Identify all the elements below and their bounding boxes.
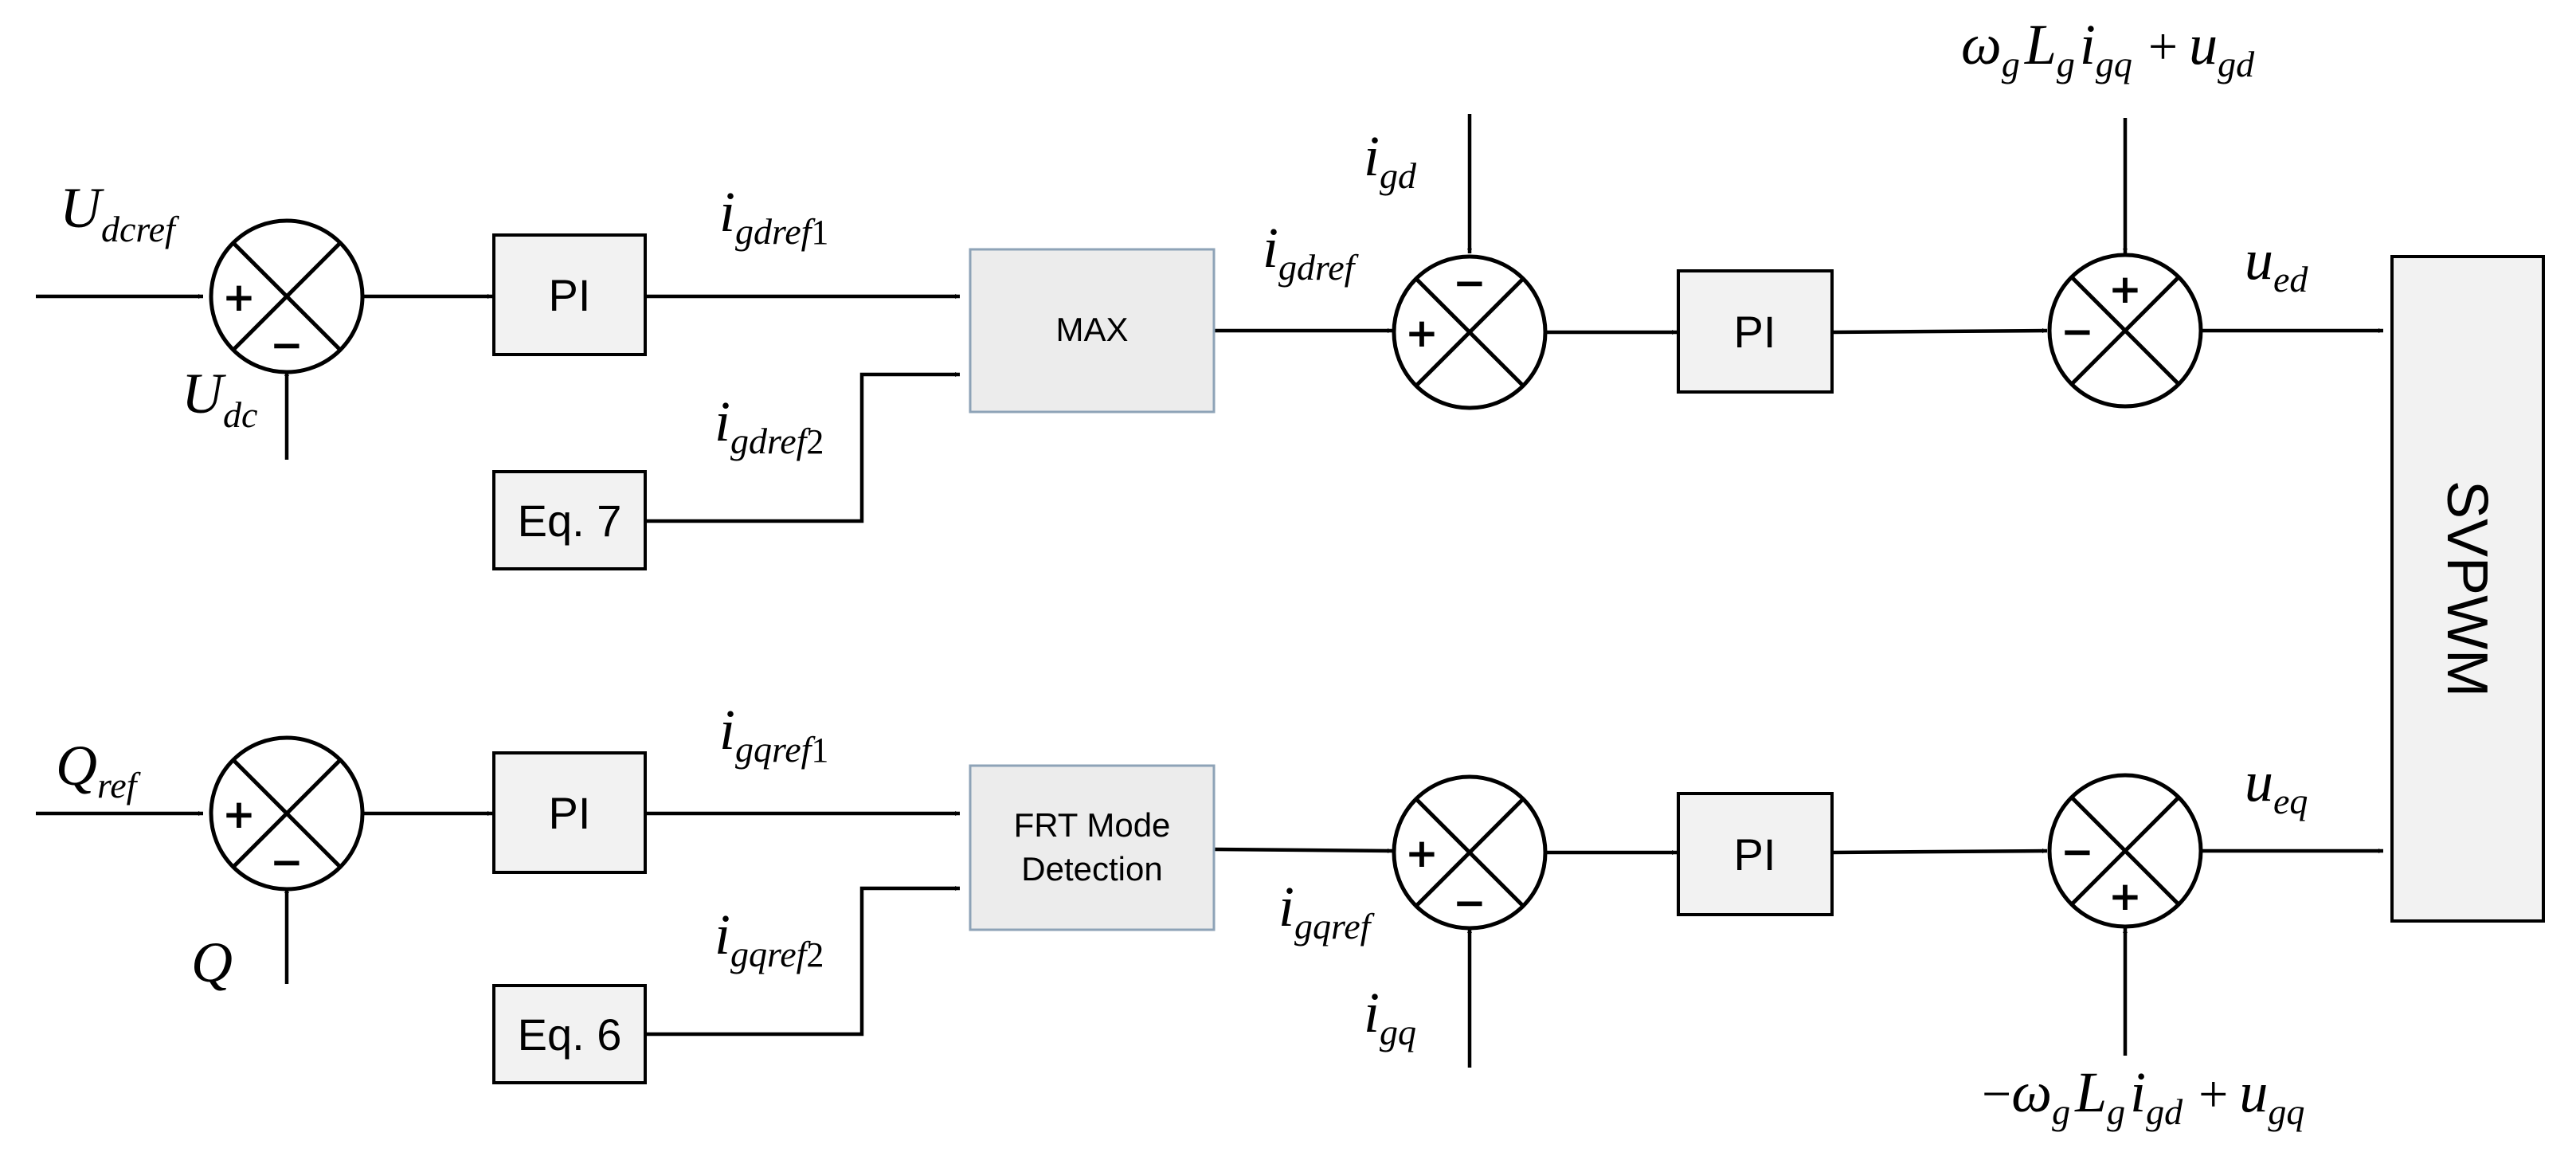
label-ued: ued	[2245, 228, 2308, 300]
label-igdref2: igdref2	[714, 390, 824, 461]
wire-pi-q-to-sum	[1831, 849, 2048, 855]
sign-plus: +	[2108, 266, 2142, 312]
summing-junction-ued: + −	[2047, 253, 2203, 409]
max-block: MAX	[969, 248, 1216, 413]
sign-plus: +	[1405, 310, 1439, 356]
sign-plus: +	[222, 274, 256, 320]
sign-plus: +	[222, 791, 256, 837]
label-igd: igd	[1364, 124, 1417, 196]
pi-block-igd: PI	[1677, 269, 1834, 394]
pi-label: PI	[1734, 829, 1776, 880]
label-igdref1: igdref1	[719, 180, 828, 252]
eq7-block: Eq. 7	[492, 470, 647, 570]
summing-junction-igq: + −	[1392, 774, 1548, 931]
pi-block-q: PI	[492, 751, 647, 874]
pi-label: PI	[549, 270, 591, 320]
wire-eq6-to-frt	[645, 886, 960, 1037]
label-feedforward-q: −ωgLgigd+ugq	[1982, 1060, 2304, 1132]
label-q: Q	[191, 931, 233, 994]
label-igqref: igqref	[1278, 875, 1376, 946]
wire-pi-d-to-sum	[1831, 328, 2048, 335]
frt-label-line2: Detection	[1021, 850, 1162, 888]
eq6-label: Eq. 6	[518, 1009, 622, 1060]
sign-plus: +	[2108, 873, 2142, 919]
svpwm-label: SVPWM	[2435, 480, 2499, 697]
wire-eq7-to-max	[645, 372, 960, 523]
label-udc: Udc	[182, 362, 257, 435]
pi-block-udc: PI	[492, 233, 647, 356]
sign-minus: −	[1453, 260, 1486, 306]
label-feedforward-d: ωgLgigq+ugd	[1961, 13, 2255, 84]
sign-minus: −	[270, 322, 303, 368]
summing-junction-ueq: − +	[2047, 773, 2203, 929]
frt-label-line1: FRT Mode	[1014, 806, 1171, 844]
signal-wires	[36, 114, 2383, 1068]
max-label: MAX	[1055, 311, 1128, 348]
eq7-label: Eq. 7	[518, 496, 622, 546]
label-igdref: igdref	[1263, 216, 1360, 288]
summing-junction-udc: + −	[209, 218, 365, 374]
wire-frt-to-sum	[1213, 847, 1393, 853]
eq6-block: Eq. 6	[492, 984, 647, 1084]
label-udcref: Udcref	[60, 176, 180, 249]
label-igqref1: igqref1	[719, 698, 828, 770]
pi-label: PI	[549, 788, 591, 838]
summing-junction-igd: − +	[1392, 254, 1548, 410]
summing-junction-q: + −	[209, 735, 365, 892]
svpwm-block: SVPWM	[2390, 255, 2545, 923]
label-igqref2: igqref2	[714, 903, 824, 974]
frt-mode-detection-block: FRT Mode Detection	[969, 764, 1216, 931]
sign-minus: −	[2061, 829, 2094, 875]
sign-plus: +	[1405, 830, 1439, 876]
sign-minus: −	[270, 839, 303, 885]
sign-minus: −	[1453, 880, 1486, 926]
sign-minus: −	[2061, 308, 2094, 355]
pi-block-igq: PI	[1677, 792, 1834, 916]
label-ueq: ueq	[2245, 750, 2308, 821]
label-igq: igq	[1364, 981, 1416, 1052]
pi-label: PI	[1734, 307, 1776, 357]
label-qref: Qref	[56, 734, 142, 805]
